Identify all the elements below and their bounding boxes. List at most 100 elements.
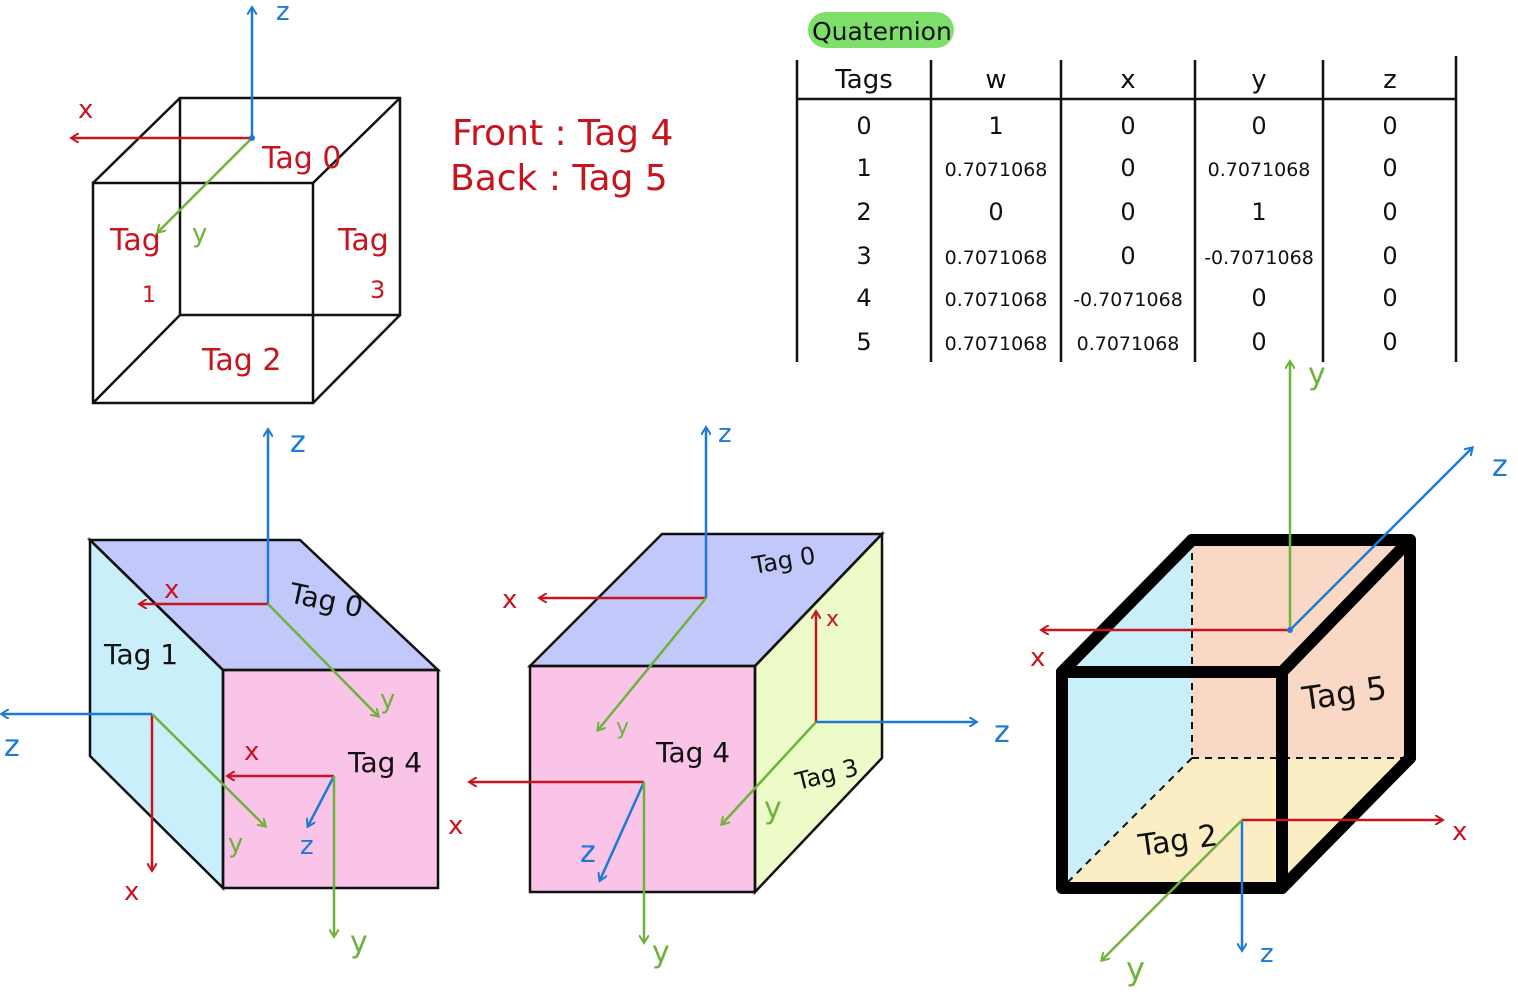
table-cell: 1 bbox=[1251, 198, 1266, 226]
table-cell: 2 bbox=[856, 198, 871, 226]
cube2-tag1-label: Tag 1 bbox=[103, 638, 178, 671]
cube4-bottom-face bbox=[1062, 758, 1410, 888]
cube2-front-x-label: x bbox=[244, 737, 259, 767]
table-title-highlight bbox=[808, 12, 954, 48]
cube3-edges bbox=[526, 530, 885, 896]
cube2-top-y-label: y bbox=[380, 685, 395, 715]
back-tag-note: Back : Tag 5 bbox=[450, 158, 668, 199]
table-header-x: x bbox=[1120, 65, 1135, 95]
cube1-wireframe bbox=[91, 96, 402, 405]
table-header-z: z bbox=[1383, 65, 1397, 95]
cube2-top-x-label: x bbox=[164, 575, 179, 605]
cube3-right-y-axis bbox=[722, 721, 817, 824]
cube3-front-z-label: z bbox=[580, 835, 596, 870]
table-cell: 5 bbox=[856, 328, 871, 356]
cube4-axes bbox=[1042, 362, 1472, 960]
cube2-front-face bbox=[223, 670, 438, 888]
cube2-left-face bbox=[90, 540, 223, 888]
cube2-left-y-label: y bbox=[228, 829, 243, 859]
cube4-bottom-z-label: z bbox=[1260, 939, 1274, 969]
table-cell: 1 bbox=[988, 112, 1003, 140]
cube4-back-x-label: x bbox=[1030, 643, 1045, 673]
table-cell: 0 bbox=[1251, 284, 1266, 312]
quaternion-table: Tags w x y z 0 1 0 0 0 1 0.7071068 0 0.7… bbox=[834, 65, 1397, 356]
table-cell: 0.7071068 bbox=[945, 289, 1048, 311]
cube2-left-y-axis bbox=[151, 713, 265, 826]
table-cell: 0 bbox=[1120, 242, 1135, 270]
cube1-y-axis bbox=[158, 137, 253, 232]
cube1-axes bbox=[72, 8, 255, 232]
cube2-left-z-label: z bbox=[4, 729, 20, 764]
cube1-tag2-label: Tag 2 bbox=[201, 343, 281, 378]
cube1-tag1-label: Tag bbox=[109, 223, 161, 258]
cube3-top-x-label: x bbox=[502, 585, 517, 615]
cube2-top-y-axis bbox=[267, 603, 378, 716]
table-cell: 0 bbox=[1382, 284, 1397, 312]
cube1-tag0-label: Tag 0 bbox=[261, 141, 341, 176]
table-cell: 3 bbox=[856, 242, 871, 270]
cube3-right-y-label: y bbox=[764, 791, 782, 826]
cube3-right-x-label: x bbox=[826, 607, 839, 632]
cube4-back-y-label: y bbox=[1308, 357, 1326, 392]
cube4-bottom-y-label: y bbox=[1126, 950, 1145, 988]
cube3-right-face bbox=[755, 534, 882, 892]
cube4-back-z-axis bbox=[1289, 448, 1472, 631]
table-cell: 0 bbox=[856, 112, 871, 140]
cube3-tag4-label: Tag 4 bbox=[655, 736, 730, 769]
cube2-axes bbox=[2, 430, 378, 936]
table-cell: 0 bbox=[1251, 112, 1266, 140]
cube4-left-face bbox=[1062, 540, 1192, 888]
cube3-front-x-label: x bbox=[448, 811, 463, 841]
cube4-bottom-x-label: x bbox=[1452, 817, 1467, 847]
cube2-front-z-axis bbox=[308, 775, 336, 826]
cube4-edges bbox=[1056, 534, 1416, 894]
cube1-z-label: z bbox=[276, 0, 290, 27]
cube2-edges bbox=[86, 537, 442, 892]
table-grid bbox=[795, 56, 1458, 362]
cube4-back-z-label: z bbox=[1492, 449, 1508, 484]
table-cell: 0.7071068 bbox=[945, 247, 1048, 269]
cube3-top-y-axis bbox=[598, 597, 707, 730]
cube2-left-x-label: x bbox=[124, 877, 139, 907]
table-cell: 0 bbox=[1382, 242, 1397, 270]
cube3-front-z-axis bbox=[600, 781, 646, 880]
table-cell: 0 bbox=[1382, 154, 1397, 182]
cube3-top-y-label: y bbox=[616, 715, 629, 740]
table-header-w: w bbox=[985, 65, 1006, 95]
cube2-tag4-label: Tag 4 bbox=[347, 746, 422, 779]
table-cell: -0.7071068 bbox=[1204, 247, 1314, 269]
cube3-faces bbox=[530, 534, 882, 892]
cube3-front-y-label: y bbox=[652, 935, 670, 970]
table-cell: -0.7071068 bbox=[1073, 289, 1183, 311]
table-title: Quaternion bbox=[812, 17, 952, 46]
cube3-axes bbox=[470, 428, 976, 942]
table-header-y: y bbox=[1251, 65, 1266, 95]
table-cell: 0.7071068 bbox=[1077, 333, 1180, 355]
table-cell: 1 bbox=[856, 154, 871, 182]
table-cell: 0 bbox=[988, 198, 1003, 226]
cube3-right-z-label: z bbox=[994, 715, 1010, 750]
cube1-x-label: x bbox=[78, 95, 93, 125]
table-header-tags: Tags bbox=[834, 65, 893, 95]
table-cell: 0 bbox=[1382, 112, 1397, 140]
table-cell: 0.7071068 bbox=[945, 333, 1048, 355]
cube4-hidden-edges bbox=[1061, 540, 1410, 889]
cube1-tag3-number: 3 bbox=[370, 276, 385, 304]
cube4-bottom-y-axis bbox=[1102, 819, 1243, 960]
cube2-top-z-label: z bbox=[290, 425, 306, 460]
table-cell: 0 bbox=[1382, 328, 1397, 356]
table-cell: 0 bbox=[1120, 112, 1135, 140]
table-cell: 0 bbox=[1120, 154, 1135, 182]
table-cell: 0.7071068 bbox=[1208, 159, 1311, 181]
cube3-top-face bbox=[530, 534, 882, 666]
table-cell: 4 bbox=[856, 284, 871, 312]
cube2-front-y-label: y bbox=[350, 925, 368, 960]
cube1-tag3-label: Tag bbox=[337, 223, 389, 258]
cube1-y-label: y bbox=[192, 219, 207, 249]
front-tag-note: Front : Tag 4 bbox=[452, 113, 673, 154]
cube3-top-z-label: z bbox=[718, 419, 732, 449]
table-cell: 0.7071068 bbox=[945, 159, 1048, 181]
cube2-front-z-label: z bbox=[300, 831, 314, 861]
cube1-tag1-number: 1 bbox=[142, 283, 156, 308]
